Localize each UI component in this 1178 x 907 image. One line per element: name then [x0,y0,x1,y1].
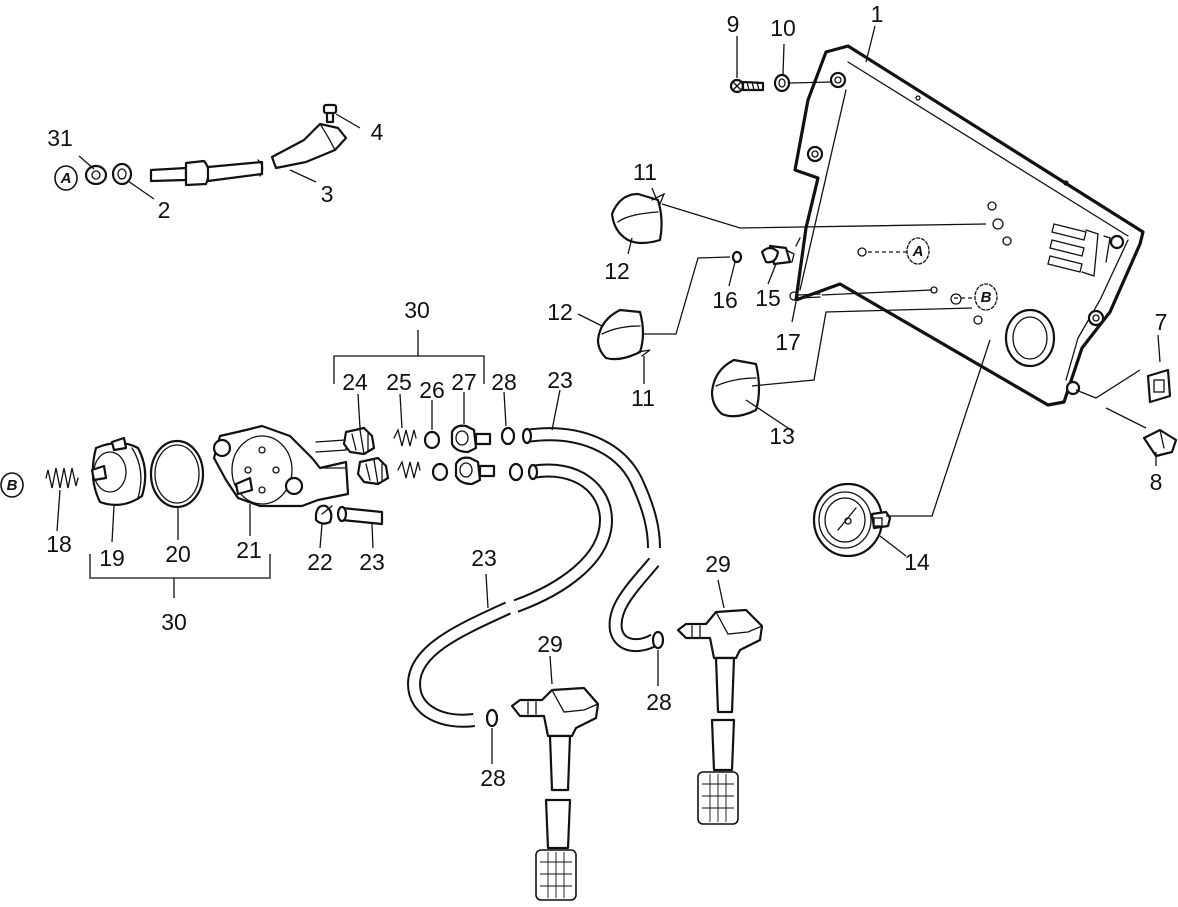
callout-26: 26 [419,377,445,403]
callout-30-lower: 30 [161,609,187,635]
callout-23-short-hose: 23 [359,549,385,575]
washer-10 [773,73,833,93]
callout-16: 16 [712,287,738,313]
callout-8: 8 [1150,469,1163,495]
washer-16 [731,250,743,264]
knob-12-upper [610,192,663,245]
callout-17: 17 [775,329,801,355]
fitting-27-lower [454,456,496,486]
callout-11-lower: 11 [631,385,655,411]
impeller-24-lower [356,456,390,486]
marker-a-inlet-label: A [60,170,72,187]
clamp-28-lower [508,462,524,482]
bolt-8 [1142,428,1178,458]
callout-7: 7 [1155,309,1168,335]
leader-lines [56,25,1161,764]
hose-23-middle [513,463,614,613]
marker-a-panel: A [906,237,930,265]
callout-28-left: 28 [480,765,506,791]
callout-30-upper: 30 [404,297,430,323]
spring-25-lower [397,460,421,479]
callout-15: 15 [755,285,781,311]
marker-b-pump-label: B [7,477,18,494]
callout-23-middle-hose: 23 [471,545,497,571]
marker-b-panel-label: B [981,289,992,306]
callout-20: 20 [165,541,191,567]
callout-21: 21 [236,537,262,563]
hose-23-lower-right [608,557,660,653]
callout-13: 13 [769,423,795,449]
callout-22: 22 [307,549,333,575]
callout-28-right: 28 [646,689,672,715]
callout-12-lower: 12 [547,299,573,325]
pump-body-21 [212,424,350,508]
clamp-22 [314,504,333,525]
callout-18: 18 [46,531,72,557]
clip-11-lower [637,349,651,357]
spring-25-upper [393,428,417,447]
clamp-28-right [651,630,665,650]
pickup-tube-29-right [676,608,764,825]
callout-23-right-hose: 23 [547,367,573,393]
pump-cover-19 [90,436,147,507]
pressure-gauge-14 [812,482,892,558]
pickup-tube-29-left [510,686,600,901]
screw-17 [789,291,821,301]
callout-31: 31 [47,125,73,151]
callout-25: 25 [386,369,412,395]
o-ring-20 [149,439,205,509]
callout-27: 27 [451,369,477,395]
fitting-27-upper [450,424,492,454]
clamp-28-upper [500,426,516,446]
hose-23-lower-left [406,601,511,728]
hose-23-right [521,427,661,549]
o-ring-26-lower [431,462,449,482]
control-panel [793,44,1145,407]
callout-numbers: 1 2 3 4 7 8 9 10 11 11 12 12 13 14 15 16… [46,1,1167,791]
callout-2: 2 [158,197,171,223]
callout-4: 4 [371,119,384,145]
marker-b-pump: B [0,472,24,498]
callout-10: 10 [770,15,796,41]
callout-1: 1 [871,1,884,27]
callout-14: 14 [904,549,930,575]
inlet-assembly [84,103,348,187]
callout-24: 24 [342,369,368,395]
callout-29-left: 29 [537,631,563,657]
impeller-24-upper [342,426,376,456]
marker-a-inlet: A [54,165,78,191]
short-hose-23 [336,505,384,526]
marker-b-panel: B [974,283,998,311]
callout-29-right: 29 [705,551,731,577]
callout-11-upper: 11 [633,159,657,185]
switch-7 [1146,368,1172,404]
o-ring-26-upper [423,430,441,450]
callout-12-upper: 12 [604,258,630,284]
knob-12-lower [596,308,645,361]
knob-13 [710,358,761,418]
screw-9 [729,78,765,94]
callout-3: 3 [321,181,334,207]
bushing-15 [760,244,795,266]
marker-a-panel-label: A [912,243,924,260]
callout-19: 19 [99,545,125,571]
clamp-28-left [485,708,499,728]
callout-28-upper: 28 [491,369,517,395]
spring-18 [45,467,79,489]
callout-9: 9 [727,11,740,37]
